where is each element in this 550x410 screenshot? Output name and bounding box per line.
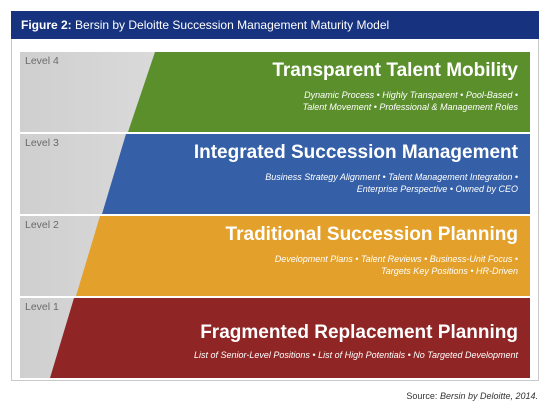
figure-title: Bersin by Deloitte Succession Management… xyxy=(75,18,390,32)
level-4-band xyxy=(128,52,530,132)
level-4-title: Transparent Talent Mobility xyxy=(272,60,518,81)
level-3-desc-line-1: Business Strategy Alignment • Talent Man… xyxy=(265,172,518,182)
level-4-desc-line-1: Dynamic Process • Highly Transparent • P… xyxy=(304,90,518,100)
level-3-row: Level 3 Integrated Succession Management… xyxy=(20,134,530,214)
level-2-desc-line-1: Development Plans • Talent Reviews • Bus… xyxy=(274,254,518,264)
figure-label: Figure 2: xyxy=(21,18,72,32)
level-4-desc-line-2: Talent Movement • Professional & Managem… xyxy=(302,102,518,112)
level-3-description: Business Strategy Alignment • Talent Man… xyxy=(194,171,518,195)
source-prefix: Source: xyxy=(406,391,440,401)
figure-title-bar: Figure 2: Bersin by Deloitte Succession … xyxy=(11,11,539,39)
level-2-band xyxy=(76,216,530,296)
level-1-row: Level 1 Fragmented Replacement Planning … xyxy=(20,298,530,378)
level-3-content: Integrated Succession Management Busines… xyxy=(194,142,518,195)
source-text: Bersin by Deloitte, 2014. xyxy=(439,391,538,401)
level-3-desc-line-2: Enterprise Perspective • Owned by CEO xyxy=(356,184,518,194)
level-1-band xyxy=(50,298,530,378)
level-3-title: Integrated Succession Management xyxy=(193,142,518,163)
source-note: Source: Bersin by Deloitte, 2014. xyxy=(406,391,538,401)
level-2-row: Level 2 Traditional Succession Planning … xyxy=(20,216,530,296)
level-2-backdrop xyxy=(20,216,530,296)
level-3-label: Level 3 xyxy=(25,137,59,149)
level-3-band xyxy=(102,134,530,214)
level-2-content: Traditional Succession Planning Developm… xyxy=(226,224,518,277)
level-4-backdrop xyxy=(20,52,530,132)
level-2-description: Development Plans • Talent Reviews • Bus… xyxy=(226,253,518,277)
level-1-content: Fragmented Replacement Planning List of … xyxy=(194,322,518,361)
level-4-label: Level 4 xyxy=(25,55,59,67)
level-1-label: Level 1 xyxy=(25,301,59,313)
level-2-title: Traditional Succession Planning xyxy=(225,224,518,245)
level-1-title: Fragmented Replacement Planning xyxy=(200,322,518,343)
level-4-description: Dynamic Process • Highly Transparent • P… xyxy=(272,89,518,113)
level-3-backdrop xyxy=(20,134,530,214)
level-1-description: List of Senior-Level Positions • List of… xyxy=(194,349,518,361)
level-4-content: Transparent Talent Mobility Dynamic Proc… xyxy=(272,60,518,113)
level-1-backdrop xyxy=(20,298,530,378)
level-4-row: Level 4 Transparent Talent Mobility Dyna… xyxy=(20,52,530,132)
level-1-desc-line-1: List of Senior-Level Positions • List of… xyxy=(194,350,518,360)
level-2-desc-line-2: Targets Key Positions • HR-Driven xyxy=(381,266,518,276)
level-2-label: Level 2 xyxy=(25,219,59,231)
